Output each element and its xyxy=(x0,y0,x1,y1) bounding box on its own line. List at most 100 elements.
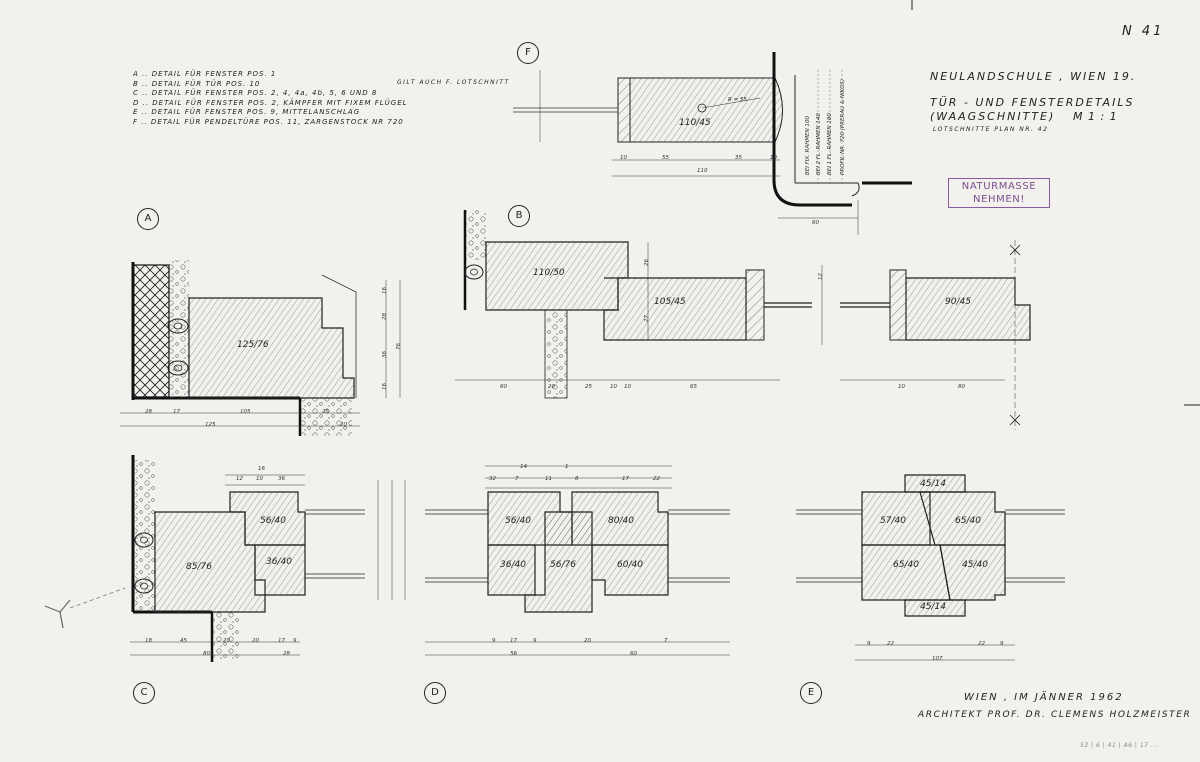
section-mark: 56/40 xyxy=(260,516,286,526)
dimension-label: 60 xyxy=(630,651,637,657)
section-mark: 105/45 xyxy=(654,297,686,307)
dimension-label: 17 xyxy=(173,409,180,415)
legend-line: A .. DETAIL FÜR FENSTER POS. 1 xyxy=(133,70,277,78)
detail-label-f: F xyxy=(517,42,539,64)
dimension-label: 12 xyxy=(818,273,824,280)
section-mark: 45/40 xyxy=(962,560,988,570)
dimension-note: PROFIL NR. 720 (PRERAU & NIKOS) xyxy=(840,78,846,175)
dimension-label: 1 xyxy=(565,464,569,470)
dimension-label: 7 xyxy=(664,638,668,644)
legend-line: B .. DETAIL FÜR TÜR POS. 10 xyxy=(133,79,261,88)
dimension-label: 10 xyxy=(898,384,905,390)
section-mark: 56/40 xyxy=(505,516,531,526)
section-mark: 45/14 xyxy=(920,602,946,612)
dimension-label: 10 xyxy=(620,155,627,161)
dimension-label: 16 xyxy=(382,383,388,390)
dimension-label: 20 xyxy=(548,384,555,390)
dimension-label: 9 xyxy=(293,638,297,644)
dimension-label: 17 xyxy=(622,476,629,482)
legend-line: E .. DETAIL FÜR FENSTER POS. 9, MITTELAN… xyxy=(133,108,361,117)
dimension-label: 7 xyxy=(515,476,519,482)
dimension-label: 20 xyxy=(223,638,230,644)
section-mark: 80/40 xyxy=(608,516,634,526)
dimension-label: 10 xyxy=(610,384,617,390)
legend-note: GILT AUCH F. LOTSCHNITT xyxy=(397,79,510,86)
dimension-label: 10 xyxy=(256,476,263,482)
section-mark: 60/40 xyxy=(617,560,643,570)
scale-label: M 1 : 1 xyxy=(1073,110,1118,123)
dimension-label: 12 xyxy=(236,476,243,482)
stamp-line: NATURMASSE xyxy=(961,181,1037,192)
dimension-label: 107 xyxy=(932,656,943,662)
detail-e-drawing xyxy=(796,474,1065,661)
stamp: NATURMASSE NEHMEN! xyxy=(948,178,1050,208)
subject-subtitle: (WAAGSCHNITTE) xyxy=(930,110,1056,123)
section-mark: 90/45 xyxy=(945,297,971,307)
dimension-label: 9 xyxy=(867,641,871,647)
section-mark: 125/76 xyxy=(237,340,269,350)
dimension-label: 56 xyxy=(510,651,517,657)
architect-signature: ARCHITEKT PROF. DR. CLEMENS HOLZMEISTER xyxy=(918,710,1192,720)
detail-f-drawing xyxy=(513,52,912,235)
detail-label-e: E xyxy=(800,682,822,704)
dimension-note: BEI FIX. RAHMEN 100 xyxy=(805,116,811,175)
dimension-label: 14 xyxy=(520,464,527,470)
dimension-label: 20 xyxy=(340,422,347,428)
dimension-label: 28 xyxy=(145,409,152,415)
dimension-label: 25 xyxy=(322,409,329,415)
radius-mark: R = 55 xyxy=(728,97,747,103)
dimension-label: 22 xyxy=(653,476,660,482)
dimension-label: 17 xyxy=(278,638,285,644)
dimension-label: 9 xyxy=(1000,641,1004,647)
legend: A .. DETAIL FÜR FENSTER POS. 1 B .. DETA… xyxy=(133,70,408,128)
detail-d-drawing xyxy=(425,465,730,656)
dimension-label: 22 xyxy=(978,641,985,647)
dimension-label: 10 xyxy=(624,384,631,390)
detail-c-drawing xyxy=(44,455,406,662)
dimension-label: 20 xyxy=(584,638,591,644)
dimension-label: 110 xyxy=(697,168,708,174)
dimension-label: 60 xyxy=(812,220,819,226)
dimension-label: 22 xyxy=(887,641,894,647)
section-mark: 57/40 xyxy=(880,516,906,526)
section-mark: 36/40 xyxy=(500,560,526,570)
dimension-label: 65 xyxy=(690,384,697,390)
legend-line: F .. DETAIL FÜR PENDELTÜRE POS. 11, ZARG… xyxy=(133,117,404,126)
dimension-label: 125 xyxy=(205,422,216,428)
detail-label-d: D xyxy=(424,682,446,704)
dimension-label: 11 xyxy=(545,476,552,482)
dimension-label: 28 xyxy=(283,651,290,657)
dimension-label: 10 xyxy=(770,155,777,161)
legend-line: C .. DETAIL FÜR FENSTER POS. 2, 4, 4a, 4… xyxy=(133,89,378,98)
dimension-label: 16 xyxy=(258,466,265,472)
dimension-label: 26 xyxy=(644,259,650,266)
stamp-line: NEHMEN! xyxy=(973,194,1025,205)
dimension-label: 9 xyxy=(533,638,537,644)
dimension-label: 25 xyxy=(585,384,592,390)
subject-title: TÜR - UND FENSTERDETAILS xyxy=(930,96,1135,109)
place-date: WIEN , IM JÄNNER 1962 xyxy=(964,692,1124,703)
dimension-label: 9 xyxy=(492,638,496,644)
legend-line: D .. DETAIL FÜR FENSTER POS. 2, KÄMPFER … xyxy=(133,98,408,107)
dimension-label: 27 xyxy=(644,315,650,322)
section-mark: 56/76 xyxy=(550,560,576,570)
dimension-label: 80 xyxy=(203,651,210,657)
section-mark: 36/40 xyxy=(266,557,292,567)
pencil-note: 52 | 6 | 41 | A6 | 17 ... xyxy=(1080,742,1159,749)
section-mark: 110/45 xyxy=(679,118,711,128)
section-mark: 110/50 xyxy=(533,268,565,278)
dimension-label: 20 xyxy=(252,638,259,644)
dimension-label: 28 xyxy=(382,313,388,320)
dimension-note: BEI 1 FL. RAHMEN 180 xyxy=(827,113,833,175)
section-mark: 85/76 xyxy=(186,562,212,572)
dimension-label: 45 xyxy=(180,638,187,644)
project-title: NEULANDSCHULE , WIEN 19. xyxy=(930,70,1137,83)
section-mark: 45/14 xyxy=(920,479,946,489)
detail-label-b: B xyxy=(508,205,530,227)
dimension-label: 18 xyxy=(145,638,152,644)
dimension-label: 105 xyxy=(240,409,251,415)
detail-a-drawing xyxy=(120,260,401,436)
dimension-label: 76 xyxy=(396,343,402,350)
